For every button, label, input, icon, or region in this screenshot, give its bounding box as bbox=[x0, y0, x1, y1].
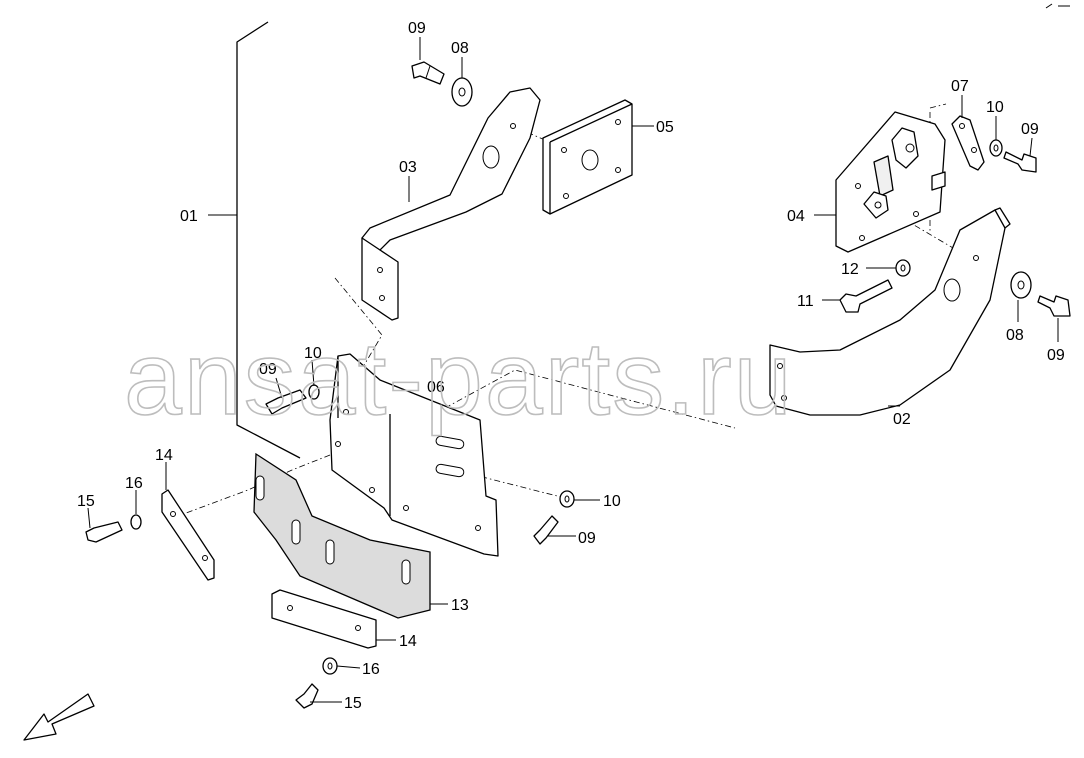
callout-09-right: 09 bbox=[1021, 121, 1039, 138]
bolt-09-right-lower bbox=[1037, 295, 1071, 317]
leader-lines bbox=[87, 37, 1059, 703]
callout-04: 04 bbox=[787, 208, 805, 225]
strip-14-bottom bbox=[271, 589, 377, 649]
callout-13: 13 bbox=[451, 597, 469, 614]
callout-10-right: 10 bbox=[986, 99, 1004, 116]
callout-07: 07 bbox=[951, 78, 969, 95]
frame-01 bbox=[236, 21, 301, 459]
callout-16-bottom: 16 bbox=[362, 661, 380, 678]
plate-05 bbox=[542, 99, 633, 215]
callouts: 01 02 03 04 05 06 07 08 08 09 09 09 09 0… bbox=[77, 20, 1065, 712]
callout-09-top: 09 bbox=[408, 20, 426, 37]
callout-06: 06 bbox=[427, 379, 445, 396]
strip-14-left bbox=[161, 489, 215, 581]
callout-09-left: 09 bbox=[259, 361, 277, 378]
bracket-03 bbox=[361, 87, 541, 321]
callout-09-right-lower: 09 bbox=[1047, 347, 1065, 364]
plate-05-hole bbox=[581, 149, 599, 171]
bolt-09-top bbox=[411, 61, 445, 85]
callout-14-left: 14 bbox=[155, 447, 173, 464]
washer-10-center bbox=[559, 490, 575, 508]
callout-11: 11 bbox=[797, 293, 814, 310]
washer-16-bottom bbox=[322, 657, 338, 675]
tab-07 bbox=[951, 115, 985, 171]
callout-15-left: 15 bbox=[77, 493, 95, 510]
washer-12 bbox=[895, 259, 911, 277]
callout-10-center: 10 bbox=[603, 493, 621, 510]
bolt-09-left bbox=[265, 389, 307, 415]
callout-02: 02 bbox=[893, 411, 911, 428]
pad-13 bbox=[253, 452, 431, 619]
washer-16-left bbox=[130, 514, 142, 530]
watermark: ansat-parts.ru bbox=[124, 321, 794, 437]
bolt-15-left bbox=[85, 521, 123, 543]
mounting-plate-06 bbox=[329, 353, 499, 557]
bolt-09-center bbox=[533, 515, 559, 545]
front-direction-arrow-icon bbox=[23, 693, 95, 741]
bolt-11 bbox=[839, 279, 893, 313]
callout-09-center: 09 bbox=[578, 530, 596, 547]
callout-08-right: 08 bbox=[1006, 327, 1024, 344]
callout-05: 05 bbox=[656, 119, 674, 136]
callout-12: 12 bbox=[841, 261, 859, 278]
bolt-09-right bbox=[1003, 151, 1037, 173]
callout-16-left: 16 bbox=[125, 475, 143, 492]
callout-03: 03 bbox=[399, 159, 417, 176]
callout-14-bottom: 14 bbox=[399, 633, 417, 650]
bracket-02-hole bbox=[943, 278, 961, 302]
washer-08-right bbox=[1010, 271, 1032, 299]
bracket-03-hole bbox=[482, 145, 500, 169]
bracket-02 bbox=[769, 207, 1011, 416]
callout-10-left: 10 bbox=[304, 345, 322, 362]
bracket-plate-04 bbox=[835, 111, 946, 253]
callout-15-bottom: 15 bbox=[344, 695, 362, 712]
washer-08-top bbox=[451, 77, 473, 107]
corner-mark bbox=[1045, 3, 1070, 9]
bolt-15-bottom bbox=[295, 683, 319, 709]
callout-08-top: 08 bbox=[451, 40, 469, 57]
callout-01: 01 bbox=[180, 208, 198, 225]
washer-10-right bbox=[989, 139, 1003, 157]
